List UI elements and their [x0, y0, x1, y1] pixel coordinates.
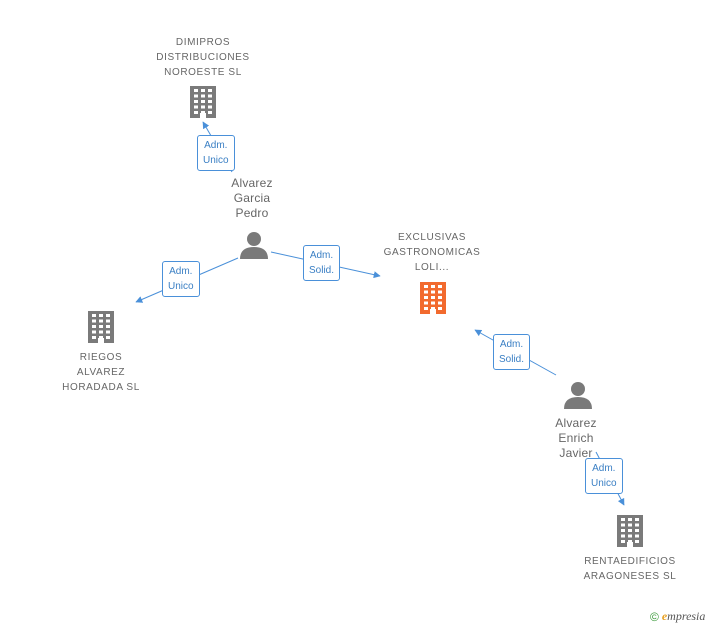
node-label-rentaedificios[interactable]: RENTAEDIFICIOS ARAGONESES SL: [583, 556, 677, 582]
edge-role-badge[interactable]: Adm. Unico: [585, 458, 623, 494]
building-icon[interactable]: [617, 515, 643, 547]
copyright-symbol: ©: [650, 609, 659, 624]
node-label-alvarez-enrich[interactable]: Alvarez Enrich Javier: [555, 416, 597, 460]
person-icon[interactable]: [564, 382, 592, 409]
edge-role-badge[interactable]: Adm. Unico: [197, 135, 235, 171]
node-label-riegos[interactable]: RIEGOS ALVAREZ HORADADA SL: [62, 352, 140, 393]
footer-brand: © empresia: [650, 609, 705, 624]
edge-role-badge[interactable]: Adm. Solid.: [303, 245, 341, 281]
building-icon[interactable]: [88, 311, 114, 343]
building-icon[interactable]: [190, 86, 216, 118]
empresia-logo: empresia: [661, 609, 706, 623]
building-icon[interactable]: [420, 282, 446, 314]
node-label-exclusivas[interactable]: EXCLUSIVAS GASTRONOMICAS LOLI...: [383, 232, 481, 273]
person-icon[interactable]: [240, 232, 268, 259]
edge-role-badge[interactable]: Adm. Solid.: [493, 334, 531, 370]
node-label-dimipros[interactable]: DIMIPROS DISTRIBUCIONES NOROESTE SL: [156, 37, 250, 78]
edge-role-badge[interactable]: Adm. Unico: [162, 261, 200, 297]
node-label-alvarez-garcia[interactable]: Alvarez Garcia Pedro: [231, 176, 273, 220]
